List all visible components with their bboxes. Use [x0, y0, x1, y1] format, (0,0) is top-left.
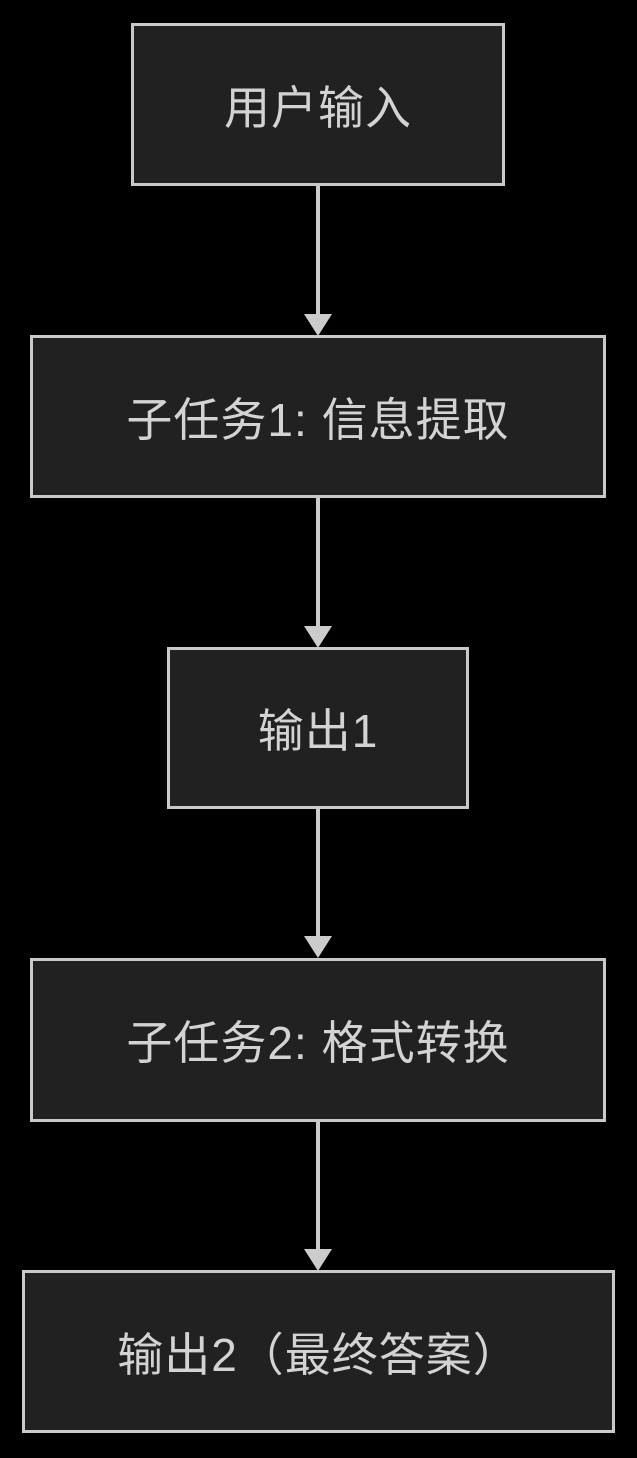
flow-node-output2: 输出2（最终答案） — [22, 1270, 615, 1433]
arrowhead-down-icon — [304, 314, 332, 336]
arrow-stem-output1-to-subtask2 — [316, 809, 320, 936]
flow-node-output1: 输出1 — [167, 647, 469, 809]
arrow-stem-subtask1-to-output1 — [316, 498, 320, 626]
arrowhead-down-icon — [304, 1249, 332, 1271]
flow-node-output2-label: 输出2（最终答案） — [117, 1328, 520, 1381]
arrowhead-down-icon — [304, 936, 332, 958]
arrow-stem-user-input-to-subtask1 — [316, 186, 320, 314]
flow-node-subtask1-label: 子任务1: 信息提取 — [126, 393, 510, 446]
arrowhead-down-icon — [304, 626, 332, 648]
flow-node-output1-label: 输出1 — [257, 705, 379, 757]
flow-node-subtask1: 子任务1: 信息提取 — [30, 335, 606, 498]
arrow-stem-subtask2-to-output2 — [316, 1122, 320, 1249]
flow-node-user-input-label: 用户输入 — [224, 81, 412, 134]
flow-node-subtask2: 子任务2: 格式转换 — [30, 958, 606, 1122]
flow-node-subtask2-label: 子任务2: 格式转换 — [126, 1017, 510, 1069]
flow-node-user-input: 用户输入 — [131, 23, 505, 186]
